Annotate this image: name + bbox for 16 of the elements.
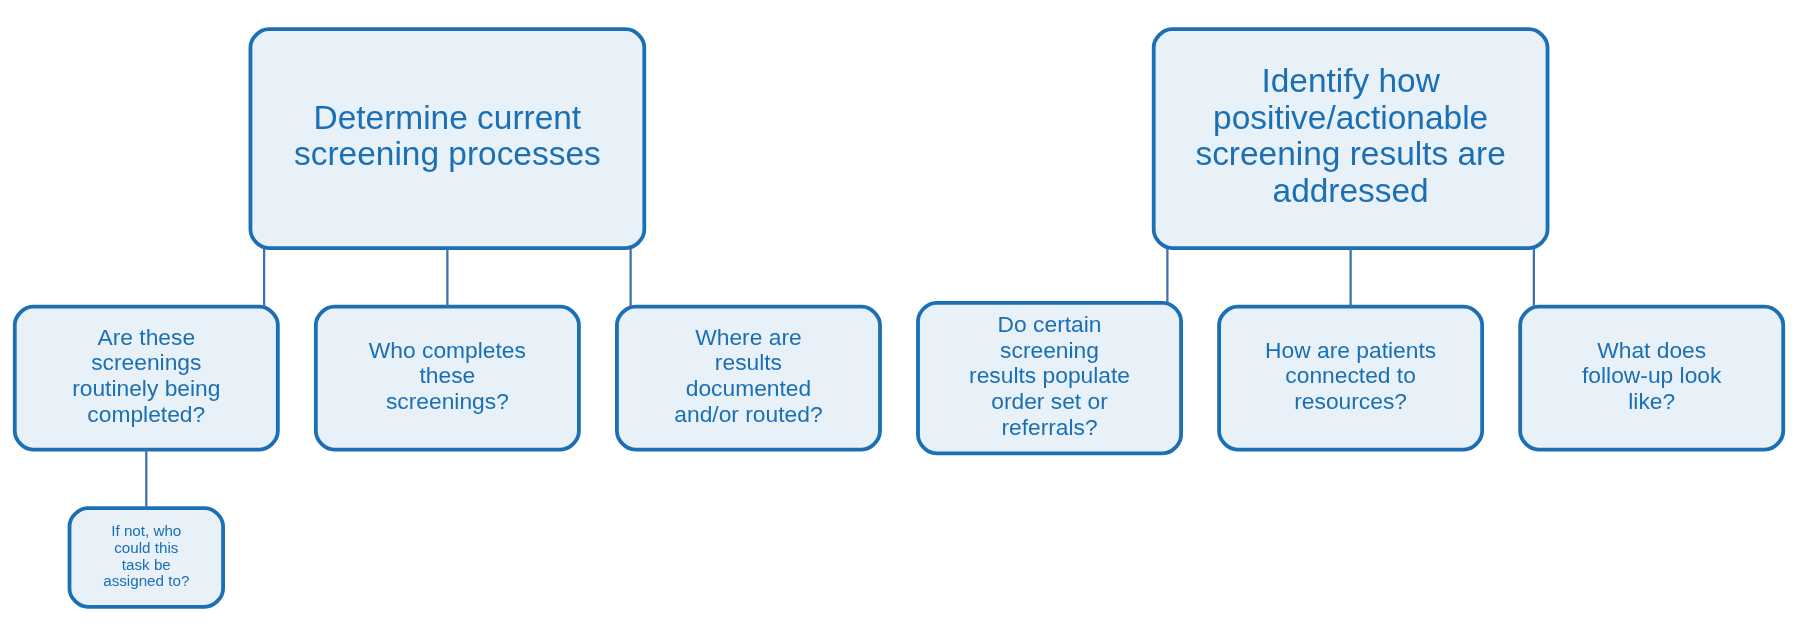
node-box: Identify how positive/actionable screening results are addressed bbox=[1151, 27, 1550, 250]
connector bbox=[1349, 248, 1352, 307]
node-box: What does follow-up look like? bbox=[1518, 304, 1786, 452]
node-box: Who completes these screenings? bbox=[313, 304, 581, 452]
node-box: Determine current screening processes bbox=[248, 27, 647, 250]
node-box: Where are results documented and/or routed? bbox=[615, 304, 882, 452]
node-box: Are these screenings routinely being completed? bbox=[12, 304, 280, 452]
connector bbox=[145, 450, 148, 508]
node-box: How are patients connected to resources? bbox=[1217, 304, 1485, 452]
node-box: Do certain screening results populate order set or referrals? bbox=[916, 300, 1183, 456]
connector bbox=[1532, 248, 1535, 307]
connector bbox=[629, 248, 632, 307]
connector bbox=[263, 248, 266, 307]
connector bbox=[1166, 248, 1169, 303]
connector bbox=[446, 248, 449, 307]
node-box: If not, who could this task be assigned to? bbox=[67, 506, 225, 609]
